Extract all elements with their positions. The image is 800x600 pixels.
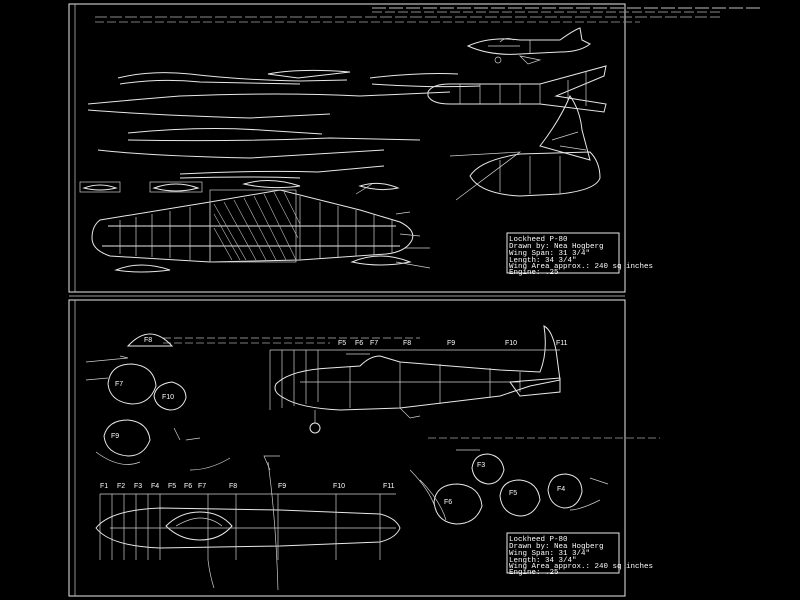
fuselage-top-view — [95, 455, 401, 591]
side-former-F9: F9 — [447, 340, 455, 347]
side-former-F6: F6 — [355, 340, 363, 347]
former-labels-side: F5 F6 F7 F8 F9 F10 F11 — [338, 340, 568, 347]
former-sections-right: F3 F4 F5 F6 — [409, 449, 609, 525]
tb-top-engine: Engine: .25 — [509, 269, 559, 277]
sheet-frames — [68, 3, 626, 597]
tb-top-area: Wing Area approx.: 240 sq inches — [509, 263, 653, 271]
top-former-F6: F6 — [184, 483, 192, 490]
top-view-small — [427, 65, 607, 113]
former-F3-label: F3 — [477, 462, 485, 469]
tb-top-length: Length: 34 3/4" — [509, 257, 577, 265]
tb-top-model: Lockheed P-80 — [509, 236, 568, 244]
top-former-F3: F3 — [134, 483, 142, 490]
notes-block — [95, 7, 760, 439]
title-block-top: Lockheed P-80 Drawn by: Nea Hogberg Wing… — [506, 232, 653, 277]
side-former-F5: F5 — [338, 340, 346, 347]
tb-bottom-length: Length: 34 3/4" — [509, 557, 577, 565]
top-former-F11: F11 — [383, 483, 395, 490]
former-F4-label: F4 — [557, 486, 565, 493]
side-former-F7: F7 — [370, 340, 378, 347]
tail-parts — [449, 94, 601, 201]
former-F5-label: F5 — [509, 490, 517, 497]
top-former-F10: F10 — [333, 483, 345, 490]
former-F9-label: F9 — [111, 433, 119, 440]
former-F6-label: F6 — [444, 499, 452, 506]
side-former-F8: F8 — [403, 340, 411, 347]
side-view-small — [466, 27, 591, 65]
former-sections-left: F8 F7 F10 F9 — [85, 333, 231, 471]
tb-bottom-engine: Engine: .25 — [509, 569, 559, 577]
tb-top-span: Wing Span: 31 3/4" — [509, 250, 590, 258]
top-former-F7: F7 — [198, 483, 206, 490]
top-former-F8: F8 — [229, 483, 237, 490]
airfoil-profiles — [79, 180, 412, 273]
tb-bottom-area: Wing Area approx.: 240 sq inches — [509, 563, 653, 571]
side-former-F11: F11 — [556, 340, 568, 347]
callouts-upper — [355, 183, 431, 269]
top-former-F4: F4 — [151, 483, 159, 490]
top-former-F1: F1 — [100, 483, 108, 490]
tb-top-drawn: Drawn by: Nea Hogberg — [509, 243, 604, 251]
stringer-strips — [87, 69, 481, 179]
former-F10-label: F10 — [162, 394, 174, 401]
side-former-F10: F10 — [505, 340, 517, 347]
wing-plan — [91, 189, 414, 263]
top-former-F2: F2 — [117, 483, 125, 490]
top-former-F9: F9 — [278, 483, 286, 490]
top-former-F5: F5 — [168, 483, 176, 490]
title-block-bottom: Lockheed P-80 Drawn by: Nea Hogberg Wing… — [506, 532, 653, 577]
fuselage-side-view — [269, 325, 561, 434]
former-F8-label: F8 — [144, 337, 152, 344]
former-labels-top: F1 F2 F3 F4 F5 F6 F7 F8 F9 F10 F11 — [100, 483, 395, 490]
tb-bottom-drawn: Drawn by: Nea Hogberg — [509, 543, 604, 551]
tb-bottom-span: Wing Span: 31 3/4" — [509, 550, 590, 558]
former-F7-label: F7 — [115, 381, 123, 388]
tb-bottom-model: Lockheed P-80 — [509, 536, 568, 544]
